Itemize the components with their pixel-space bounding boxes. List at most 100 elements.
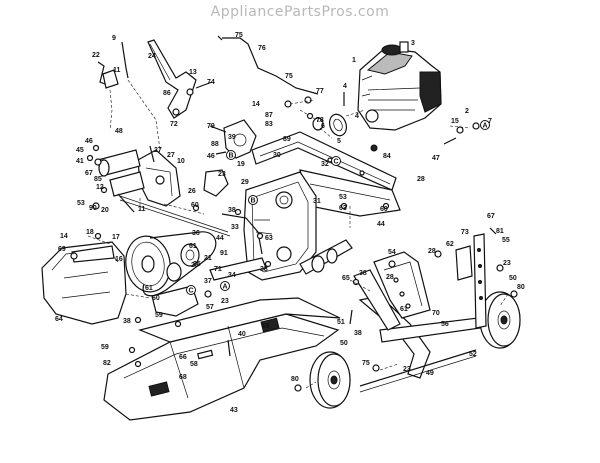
part-callout: 73: [461, 229, 469, 236]
part-callout: 29: [241, 179, 249, 186]
drive-pulley: [125, 235, 171, 293]
part-callout: 61: [145, 285, 153, 292]
part-callout: 46: [85, 138, 93, 145]
part-callout: 60: [191, 202, 199, 209]
part-callout: 48: [115, 128, 123, 135]
belt-cover: [41, 241, 127, 325]
part-callout: 50: [509, 275, 517, 282]
part-callout: 53: [77, 200, 85, 207]
part-callout: 81: [496, 228, 504, 235]
part-callout: 27: [154, 147, 162, 154]
part-callout: 38: [359, 270, 367, 277]
part-callout: 82: [103, 360, 111, 367]
leader-lines: [87, 99, 509, 389]
badge-circle: [220, 281, 230, 291]
callout-labels: 1234456791011111213141415161718192021222…: [55, 32, 525, 414]
belt-guard-small: [223, 119, 257, 159]
part-callout: 13: [189, 69, 197, 76]
badge-letter: C: [333, 159, 338, 166]
badge-circle: [248, 195, 258, 205]
hardware: [70, 92, 518, 392]
part-callout: 3: [411, 40, 415, 47]
drive-axle: [94, 149, 231, 237]
part-callout: 89: [283, 136, 291, 143]
part-callout: 34: [228, 272, 236, 279]
part-callout: 18: [86, 229, 94, 236]
tine-hood: [103, 297, 341, 421]
part-callout: 67: [85, 170, 93, 177]
part-callout: 50: [340, 340, 348, 347]
reference-badge: A: [480, 120, 490, 130]
part-callout: 62: [446, 241, 454, 248]
part-callout: 21: [204, 255, 212, 262]
part-callout: 90: [89, 205, 97, 212]
part-callout: 12: [96, 184, 104, 191]
watermark-text: AppliancePartsPros.com: [210, 4, 390, 20]
part-callout: 25: [191, 262, 199, 269]
part-callout: 85: [94, 176, 102, 183]
control-rod: [222, 37, 319, 95]
part-callout: 54: [388, 249, 396, 256]
drive-belt: [142, 231, 217, 297]
reference-badge: C: [331, 156, 341, 166]
part-callout: 76: [258, 45, 266, 52]
part-callout: 7: [488, 118, 492, 125]
part-callout: 31: [313, 198, 321, 205]
part-callout: 60: [152, 295, 160, 302]
reference-badge: B: [226, 150, 236, 160]
part-callout: 44: [377, 221, 385, 228]
part-callout: 55: [502, 237, 510, 244]
depth-stake: [455, 227, 497, 329]
part-callout: 23: [218, 171, 226, 178]
part-callout: 41: [76, 158, 84, 165]
part-callout: 63: [265, 235, 273, 242]
part-callout: 40: [238, 331, 246, 338]
part-callout: 71: [214, 266, 222, 273]
part-callout: 58: [190, 361, 198, 368]
part-callout: 28: [428, 248, 436, 255]
badge-circle: [226, 150, 236, 160]
part-callout: 17: [112, 234, 120, 241]
part-callout: 84: [383, 153, 391, 160]
part-callout: 72: [170, 121, 178, 128]
part-callout: 38: [260, 266, 268, 273]
part-callout: 39: [228, 134, 236, 141]
part-callout: 22: [92, 52, 100, 59]
part-callout: 46: [207, 153, 215, 160]
part-callout: 5: [337, 138, 341, 145]
part-callout: 11: [138, 206, 146, 213]
badge-letter: B: [228, 153, 233, 160]
part-callout: 80: [291, 376, 299, 383]
part-callout: 83: [265, 121, 273, 128]
part-callout: 52: [469, 351, 477, 358]
part-callout: 4: [343, 83, 347, 90]
part-callout: 75: [362, 360, 370, 367]
part-callout: 64: [55, 316, 63, 323]
tine-shaft: [299, 239, 353, 275]
part-callout: 57: [206, 304, 214, 311]
part-callout: 38: [354, 330, 362, 337]
part-callout: 68: [179, 374, 187, 381]
part-callout: 86: [163, 90, 171, 97]
part-callout: 61: [400, 306, 408, 313]
part-callout: 16: [115, 256, 123, 263]
part-callout: 6: [321, 123, 325, 130]
part-callout: 24: [148, 53, 156, 60]
part-callout: 44: [216, 235, 224, 242]
depth-bar-bracket: [353, 251, 431, 331]
shift-lever: [147, 39, 197, 119]
part-callout: 15: [451, 118, 459, 125]
part-callout: 74: [207, 79, 215, 86]
part-callout: 67: [487, 213, 495, 220]
part-callout: 43: [230, 407, 238, 414]
part-callout: 61: [189, 243, 197, 250]
part-callout: 53: [339, 194, 347, 201]
engine-pulley: [299, 109, 366, 137]
part-callout: 19: [237, 161, 245, 168]
part-callout: 63: [339, 205, 347, 212]
part-callout: 23: [503, 260, 511, 267]
part-callout: 59: [101, 344, 109, 351]
badge-letter: C: [188, 288, 193, 295]
